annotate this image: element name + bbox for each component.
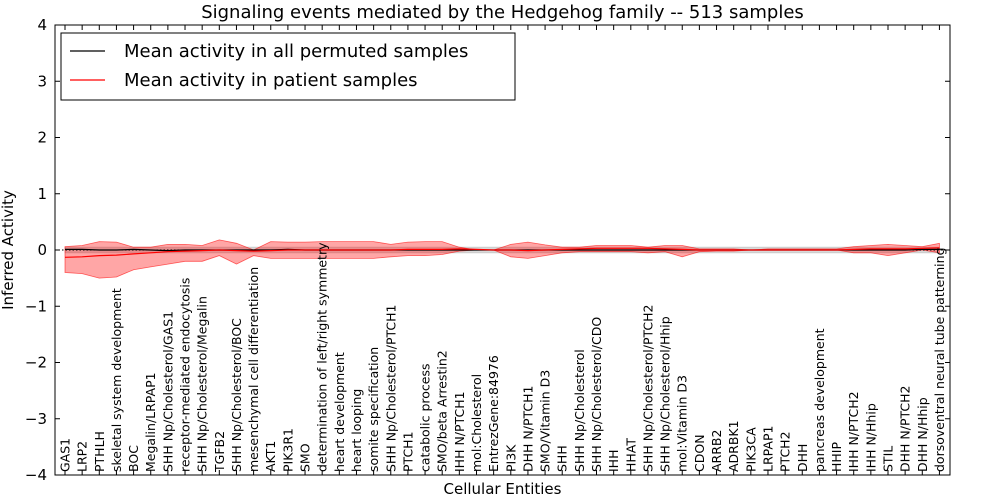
x-tick-label: HHIP — [829, 442, 844, 472]
x-tick-label: SHH Np/Cholesterol/CDO — [589, 317, 604, 472]
x-tick-label: dorsoventral neural tube patterning — [932, 248, 947, 473]
series-line-1 — [64, 247, 940, 258]
x-tick-label: PTCH1 — [400, 431, 415, 472]
x-tick-label: mesenchymal cell differentiation — [246, 267, 261, 472]
x-tick-label: IHH N/PTCH1 — [452, 391, 467, 472]
x-tick-label: SHH Np/Cholesterol/GAS1 — [160, 311, 175, 472]
legend-box — [60, 32, 516, 101]
x-tick-label: HHAT — [623, 438, 638, 472]
x-tick-label: DHH N/Hhip — [915, 397, 930, 472]
x-tick-label: DHH — [795, 444, 810, 472]
x-tick-label: LRPAP1 — [761, 426, 776, 472]
x-tick-label: PTHLH — [92, 431, 107, 472]
x-tick-label: IHH N/PTCH2 — [846, 391, 861, 472]
x-tick-label: heart looping — [349, 389, 364, 472]
legend-label: Mean activity in patient samples — [124, 70, 418, 91]
legend: Mean activity in all permuted samplesMea… — [60, 32, 516, 101]
x-axis-label: Cellular Entities — [444, 480, 562, 498]
x-tick-label: IHH — [606, 450, 621, 473]
x-tick-label: SMO/Vitamin D3 — [538, 370, 553, 472]
x-tick-label: skeletal system development — [109, 288, 124, 472]
x-tick-label: pancreas development — [812, 328, 827, 472]
series-band-1 — [64, 239, 940, 279]
x-tick-label: ARRB2 — [709, 430, 724, 472]
x-tick-label: heart development — [332, 352, 347, 472]
y-tick-label: 1 — [37, 185, 47, 203]
x-tick-label: GAS1 — [58, 438, 73, 472]
x-tick-label: SMO — [298, 443, 313, 472]
x-tick-label: SHH — [555, 445, 570, 472]
x-tick-label: DHH N/PTCH1 — [520, 386, 535, 472]
x-tick-label: SHH Np/Cholesterol/PTCH1 — [383, 305, 398, 473]
y-tick-label: 4 — [37, 16, 47, 34]
x-tick-label: BOC — [126, 445, 141, 472]
y-axis-ticks: 4 3 2 1 0 −1 −2 −3 −4 — [25, 16, 950, 484]
y-axis-label: Inferred Activity — [0, 190, 17, 310]
x-tick-label: mol:Cholesterol — [469, 374, 484, 472]
legend-label: Mean activity in all permuted samples — [124, 41, 468, 62]
x-tick-label: IHH N/Hhip — [863, 403, 878, 472]
x-tick-label: SHH Np/Cholesterol/BOC — [229, 318, 244, 472]
x-tick-label: DHH N/PTCH2 — [898, 386, 913, 472]
x-tick-label: PIK3R1 — [280, 428, 295, 472]
x-tick-label: SHH Np/Cholesterol — [572, 349, 587, 472]
x-tick-label: PTCH2 — [778, 431, 793, 472]
y-tick-label: 3 — [37, 72, 47, 90]
x-tick-label: mol:Vitamin D3 — [675, 375, 690, 472]
x-tick-label: ADRBK1 — [726, 420, 741, 472]
confidence-bands — [64, 239, 940, 279]
series-lines — [64, 247, 940, 258]
x-tick-label: catabolic process — [418, 363, 433, 472]
x-tick-label: STIL — [881, 446, 896, 472]
chart-title: Signaling events mediated by the Hedgeho… — [201, 2, 804, 23]
x-tick-label: EntrezGene:84976 — [486, 355, 501, 472]
y-tick-label: 2 — [37, 129, 47, 147]
x-tick-label: SHH Np/Cholesterol/Megalin — [195, 296, 210, 472]
y-tick-label: −2 — [25, 354, 47, 372]
y-tick-label: −3 — [25, 410, 47, 428]
x-tick-label: SHH Np/Cholesterol/PTCH2 — [641, 305, 656, 473]
x-tick-label: somite specification — [366, 347, 381, 472]
x-tick-label: PI3K — [503, 444, 518, 472]
x-tick-label: CDON — [692, 434, 707, 472]
x-tick-label: SHH Np/Cholesterol/Hhip — [658, 316, 673, 472]
x-tick-label: SMO/beta Arrestin2 — [435, 350, 450, 472]
x-tick-label: Megalin/LRPAP1 — [143, 372, 158, 472]
x-tick-label: determination of left/right symmetry — [315, 242, 330, 472]
x-tick-label: receptor-mediated endocytosis — [178, 278, 193, 472]
x-tick-label: PIK3CA — [743, 427, 758, 472]
x-tick-label: TGFB2 — [212, 431, 227, 473]
y-tick-label: 0 — [37, 241, 47, 259]
y-tick-label: −4 — [25, 466, 47, 484]
x-tick-label: AKT1 — [263, 441, 278, 472]
y-tick-label: −1 — [25, 297, 47, 315]
x-tick-label: LRP2 — [75, 441, 90, 472]
